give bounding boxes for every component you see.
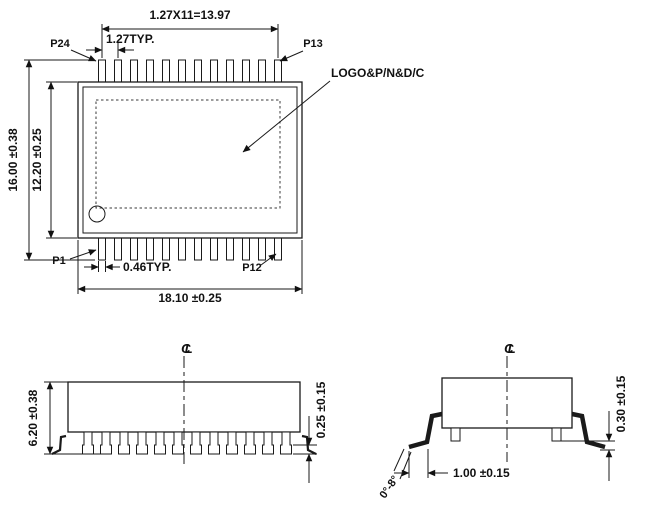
dim-lead-width-label: 0.46TYP. xyxy=(123,260,171,274)
pin xyxy=(242,236,250,261)
pin-p1-label: P1 xyxy=(52,255,65,267)
pin xyxy=(114,236,122,261)
pin1-indicator xyxy=(88,205,106,223)
lead xyxy=(82,431,94,455)
dim-overall-height-label: 16.00 ±0.38 xyxy=(6,128,20,192)
pin xyxy=(226,236,234,261)
pin xyxy=(98,236,106,261)
marking-label: LOGO&P/N&D/C xyxy=(331,66,425,80)
pin xyxy=(162,59,170,84)
pin-p13-label: P13 xyxy=(303,38,323,50)
lead xyxy=(172,431,184,455)
gullwing-lead-right xyxy=(571,411,606,450)
gullwing-lead-left xyxy=(408,411,443,450)
marking-area-outline xyxy=(95,99,281,209)
pin xyxy=(226,59,234,84)
pin xyxy=(194,59,202,84)
pin xyxy=(194,236,202,261)
lead xyxy=(244,431,256,455)
dim-foot-length: 1.00 ±0.15 xyxy=(394,449,510,480)
dim-front-standoff-label: 0.25 ±0.15 xyxy=(314,381,328,438)
callout-p1: P1 xyxy=(52,249,97,267)
front-centerline-symbol: CL xyxy=(181,341,193,356)
dim-overall-width: 18.10 ±0.25 xyxy=(77,240,303,305)
top-view-pins-upper-row xyxy=(98,59,282,84)
pin xyxy=(178,236,186,261)
pin-p12-label: P12 xyxy=(242,262,262,274)
callout-marking: LOGO&P/N&D/C xyxy=(242,66,425,153)
dim-front-height-label: 6.20 ±0.38 xyxy=(26,389,40,446)
pin xyxy=(242,59,250,84)
lead xyxy=(100,431,112,455)
package-body-inner xyxy=(82,86,298,234)
dim-body-height: 12.20 ±0.25 xyxy=(30,81,77,239)
pin xyxy=(274,59,282,84)
lead xyxy=(136,431,148,455)
dim-pitch-total: 1.27X11=13.97 xyxy=(101,8,279,58)
dim-pitch-total-label: 1.27X11=13.97 xyxy=(149,8,230,22)
pin xyxy=(274,236,282,261)
pin xyxy=(130,236,138,261)
pin xyxy=(210,236,218,261)
lead xyxy=(226,431,238,455)
dim-pitch-typ-label: 1.27TYP. xyxy=(106,32,154,46)
pin xyxy=(258,59,266,84)
pin xyxy=(258,236,266,261)
top-view: 1.27X11=13.97 1.27TYP. P24 P13 LOGO&P/N&… xyxy=(6,8,425,305)
front-view: CL 6.20 ±0.38 0.25 ±0.15 xyxy=(26,341,328,483)
dim-foot-length-label: 1.00 ±0.15 xyxy=(453,466,510,480)
side-centerline-symbol: CL xyxy=(504,341,516,356)
lead xyxy=(280,431,292,455)
lead xyxy=(190,431,202,455)
lead xyxy=(262,431,274,455)
lead xyxy=(118,431,130,455)
pin xyxy=(210,59,218,84)
pin xyxy=(130,59,138,84)
side-corner-lead-left xyxy=(450,427,461,442)
dim-side-standoff: 0.30 ±0.15 xyxy=(561,375,628,481)
package-body-outer xyxy=(77,81,303,239)
dim-body-height-label: 12.20 ±0.25 xyxy=(30,128,44,192)
dim-overall-height: 16.00 ±0.38 xyxy=(6,59,95,261)
pin-p24-label: P24 xyxy=(50,38,70,50)
callout-p12: P12 xyxy=(242,253,277,274)
front-leads xyxy=(82,431,292,455)
dim-lead-angle: 0°-8° xyxy=(378,448,412,501)
end-lead-left xyxy=(51,434,67,455)
dim-lead-angle-label: 0°-8° xyxy=(378,474,402,501)
dim-overall-width-label: 18.10 ±0.25 xyxy=(158,291,222,305)
pin xyxy=(114,59,122,84)
top-view-pins-lower-row xyxy=(98,236,282,261)
lead xyxy=(208,431,220,455)
callout-p24: P24 xyxy=(50,38,97,62)
pin xyxy=(178,59,186,84)
pin xyxy=(162,236,170,261)
side-view: CL 0.30 ±0.15 1.00 ±0.15 0°-8° xyxy=(378,341,628,501)
dim-lead-width: 0.46TYP. xyxy=(84,260,171,274)
dim-front-height: 6.20 ±0.38 xyxy=(26,381,100,455)
dim-front-standoff: 0.25 ±0.15 xyxy=(293,381,328,483)
callout-p13: P13 xyxy=(279,38,323,62)
dim-side-standoff-label: 0.30 ±0.15 xyxy=(614,375,628,432)
pin xyxy=(146,236,154,261)
side-corner-lead-right xyxy=(551,427,562,442)
pin xyxy=(98,59,106,84)
pin xyxy=(146,59,154,84)
lead xyxy=(154,431,166,455)
dim-pitch-typ: 1.27TYP. xyxy=(86,32,154,58)
